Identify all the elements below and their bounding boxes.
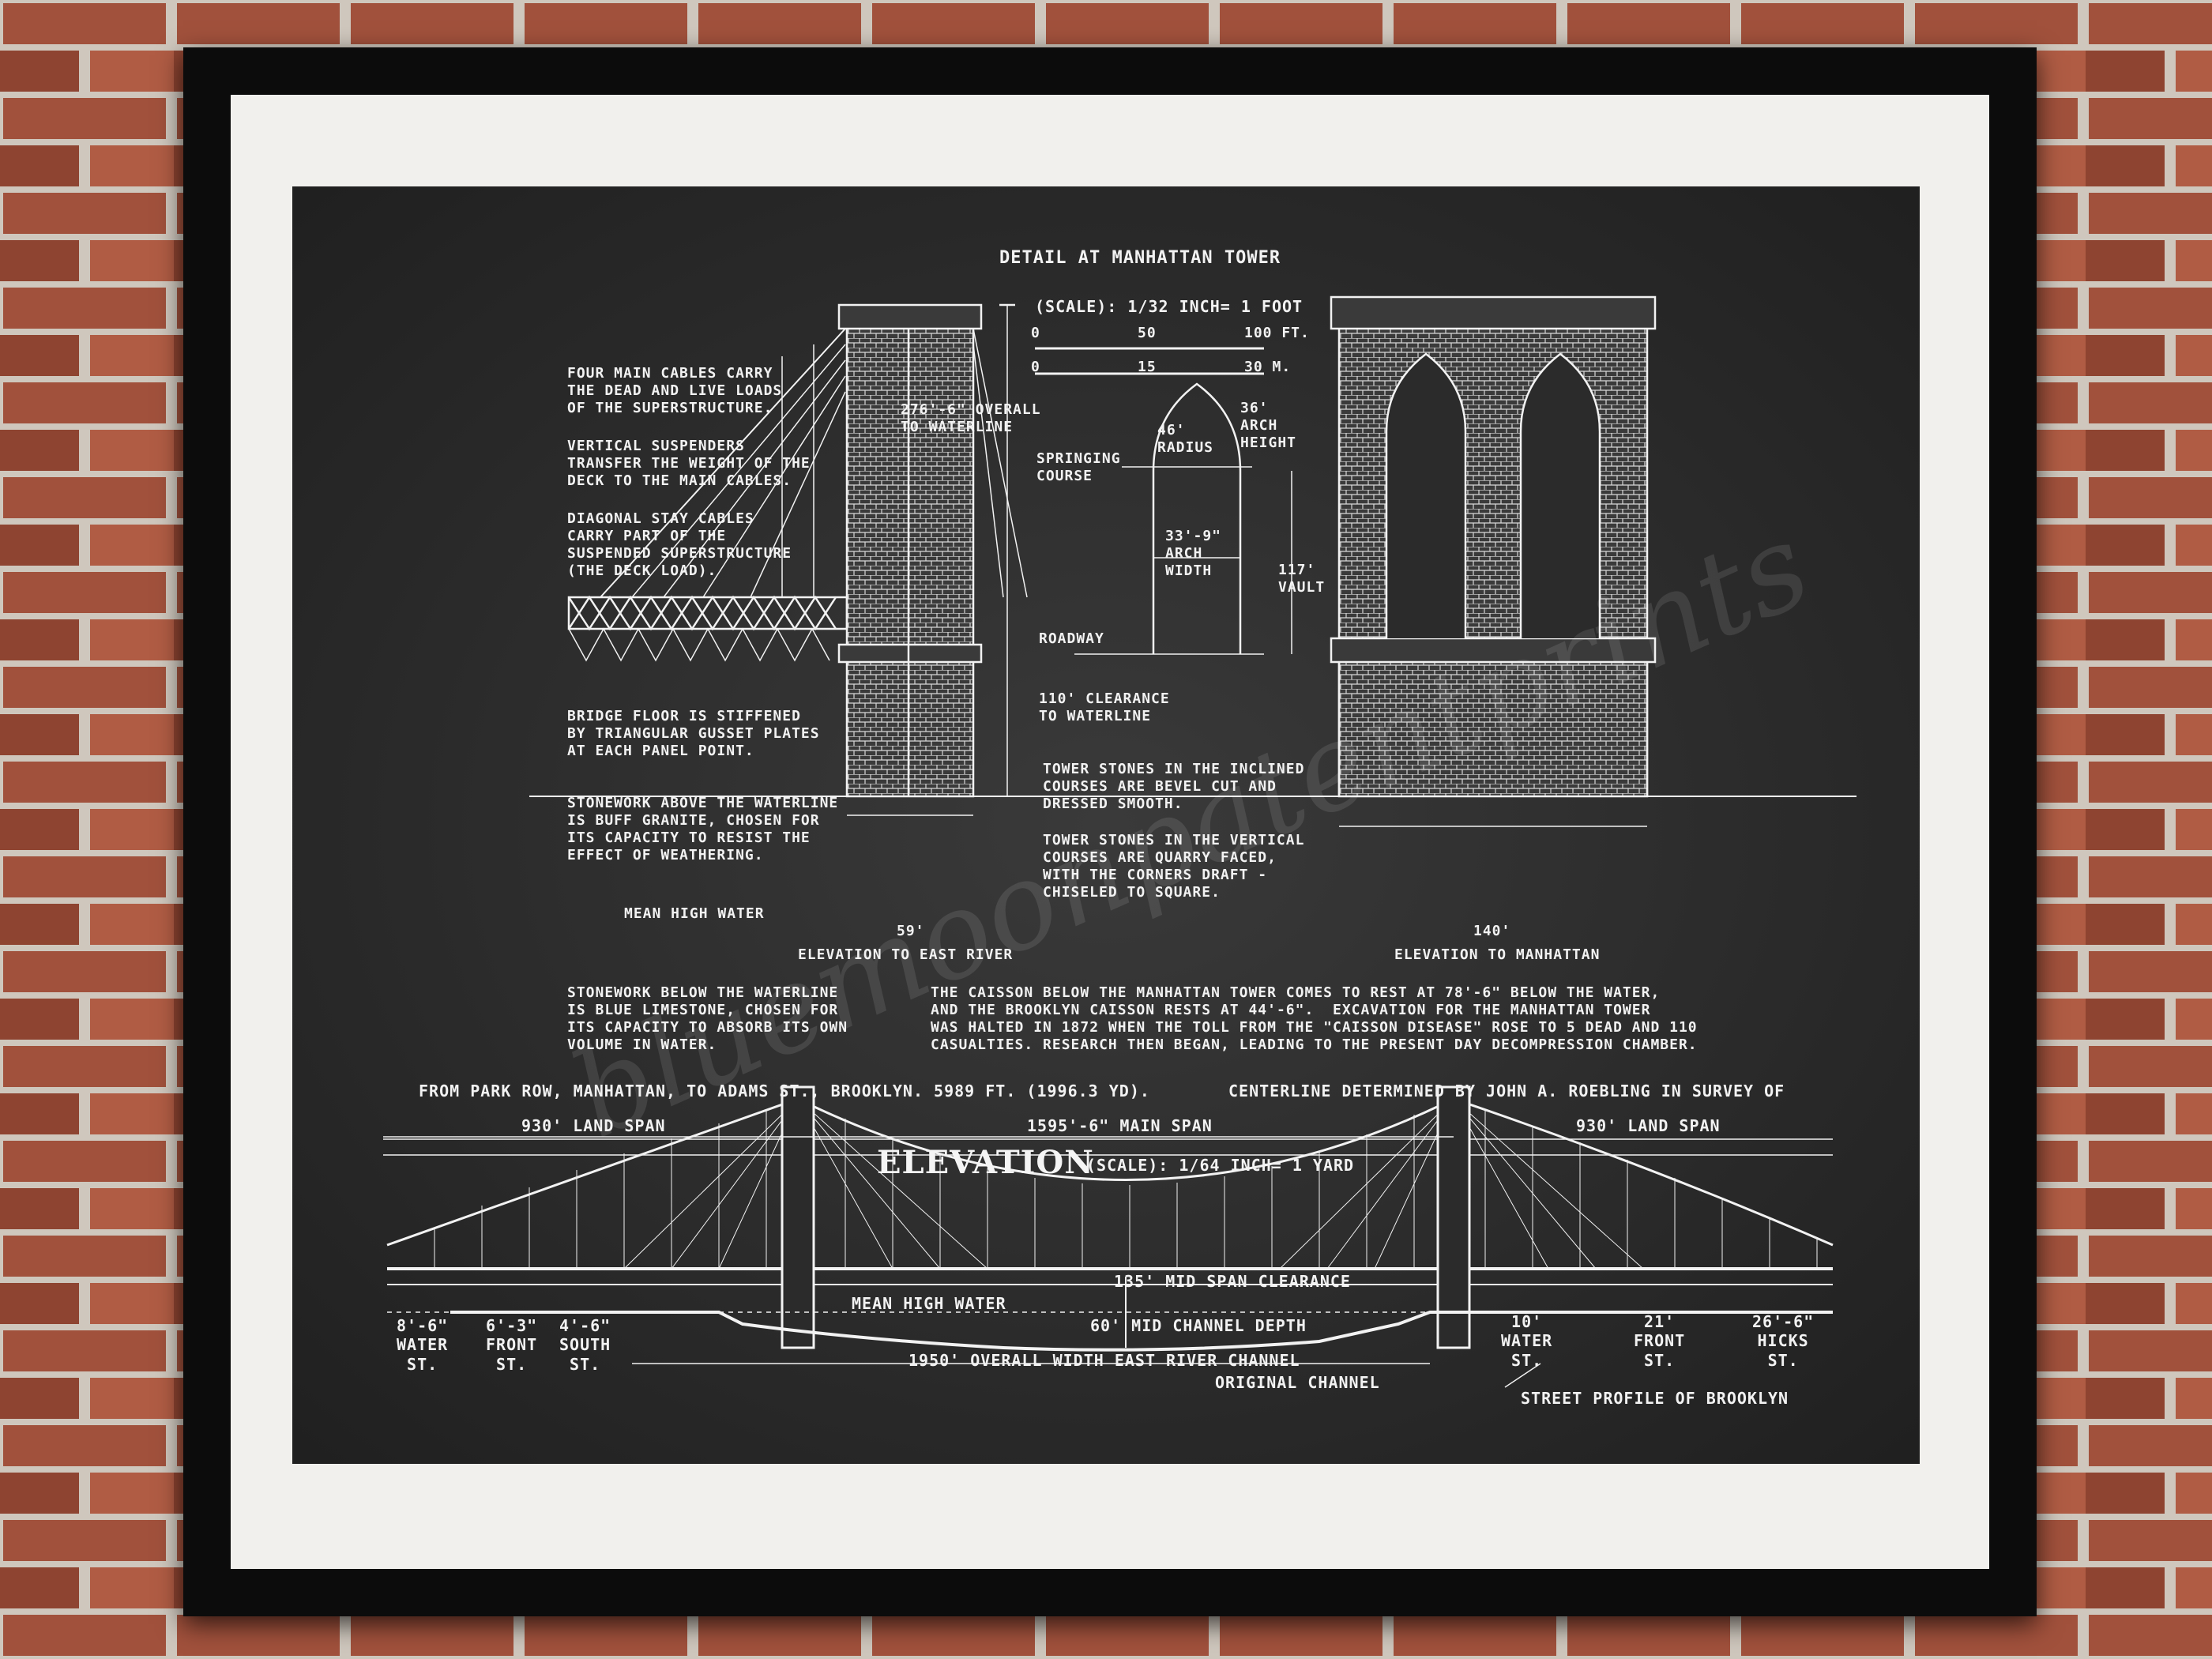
elevation-title: ELEVATION xyxy=(877,1144,1094,1181)
blueprint-drawing xyxy=(292,186,1920,1464)
front-tower-drawing xyxy=(1330,295,1657,827)
arch-radius-label: 46' RADIUS xyxy=(1157,422,1214,456)
blueprint-board: bluemoonpatentprints DETAIL AT MANHATTAN… xyxy=(292,186,1920,1464)
quarry-note: TOWER STONES IN THE VERTICAL COURSES ARE… xyxy=(1043,832,1305,901)
channel-depth: 60' MID CHANNEL DEPTH xyxy=(1090,1316,1307,1335)
arch-height-label: 36' ARCH HEIGHT xyxy=(1240,400,1297,451)
mid-span-clearance: 135' MID SPAN CLEARANCE xyxy=(1114,1272,1351,1291)
street-water-left: 8'-6" WATER ST. xyxy=(397,1316,449,1374)
elevation-scale: (SCALE): 1/64 INCH= 1 YARD xyxy=(1086,1156,1355,1175)
springing-course-label: SPRINGING COURSE xyxy=(1036,450,1121,484)
elevation-east-river-label: ELEVATION TO EAST RIVER xyxy=(798,946,1014,963)
scale-ft-100: 100 FT. xyxy=(1244,325,1310,341)
note-stonework-above: STONEWORK ABOVE THE WATERLINE IS BUFF GR… xyxy=(567,795,839,863)
full-bridge-elevation xyxy=(383,1085,1834,1388)
street-south-left: 4'-6" SOUTH ST. xyxy=(559,1316,611,1374)
street-hicks-right: 26'-6" HICKS ST. xyxy=(1752,1312,1815,1370)
bevel-note: TOWER STONES IN THE INCLINED COURSES ARE… xyxy=(1043,761,1305,812)
scale-bar xyxy=(1035,347,1264,375)
scale-ft-0: 0 xyxy=(1031,325,1040,341)
centerline-note: CENTERLINE DETERMINED BY JOHN A. ROEBLIN… xyxy=(1228,1082,1785,1100)
width-140-label: 140' xyxy=(1473,923,1511,939)
note-main-cables: FOUR MAIN CABLES CARRY THE DEAD AND LIVE… xyxy=(567,365,783,416)
original-channel-label: ORIGINAL CHANNEL xyxy=(1215,1373,1380,1392)
scale-m-30: 30 M. xyxy=(1244,359,1292,375)
street-profile-label: STREET PROFILE OF BROOKLYN xyxy=(1521,1389,1789,1408)
street-front-left: 6'-3" FRONT ST. xyxy=(486,1316,538,1374)
caisson-note: THE CAISSON BELOW THE MANHATTAN TOWER CO… xyxy=(931,984,1698,1053)
mean-high-water-label: MEAN HIGH WATER xyxy=(624,905,765,922)
street-front-right: 21' FRONT ST. xyxy=(1634,1312,1686,1370)
stonework-below-note: STONEWORK BELOW THE WATERLINE IS BLUE LI… xyxy=(567,984,848,1053)
scale-ft-50: 50 xyxy=(1138,325,1157,341)
roadway-label: ROADWAY xyxy=(1039,630,1104,647)
land-span-right: 930' LAND SPAN xyxy=(1576,1116,1721,1135)
elevation-manhattan-label: ELEVATION TO MANHATTAN xyxy=(1394,946,1601,963)
note-diagonal-stays: DIAGONAL STAY CABLES CARRY PART OF THE S… xyxy=(567,510,792,579)
arch-width-label: 33'-9" ARCH WIDTH xyxy=(1165,528,1222,579)
width-59-label: 59' xyxy=(897,923,925,939)
overall-height-label: 276'-6" OVERALL TO WATERLINE xyxy=(901,401,1041,435)
vault-label: 117' VAULT xyxy=(1278,562,1326,596)
land-span-left: 930' LAND SPAN xyxy=(521,1116,666,1135)
mean-high-water-elevation: MEAN HIGH WATER xyxy=(852,1294,1006,1313)
clearance-label: 110' CLEARANCE TO WATERLINE xyxy=(1039,690,1170,724)
from-line: FROM PARK ROW, MANHATTAN, TO ADAMS ST., … xyxy=(419,1082,1150,1100)
scale-m-15: 15 xyxy=(1138,359,1157,375)
note-bridge-floor: BRIDGE FLOOR IS STIFFENED BY TRIANGULAR … xyxy=(567,708,820,759)
detail-title: DETAIL AT MANHATTAN TOWER xyxy=(999,248,1281,268)
note-vertical-suspenders: VERTICAL SUSPENDERS TRANSFER THE WEIGHT … xyxy=(567,438,811,489)
overall-width-label: 1950' OVERALL WIDTH EAST RIVER CHANNEL xyxy=(908,1351,1300,1370)
arch-profile-diagram xyxy=(1074,382,1292,655)
scale-m-0: 0 xyxy=(1031,359,1040,375)
main-span: 1595'-6" MAIN SPAN xyxy=(1027,1116,1213,1135)
street-water-right: 10' WATER ST. xyxy=(1501,1312,1553,1370)
detail-scale: (SCALE): 1/32 INCH= 1 FOOT xyxy=(1035,297,1304,316)
